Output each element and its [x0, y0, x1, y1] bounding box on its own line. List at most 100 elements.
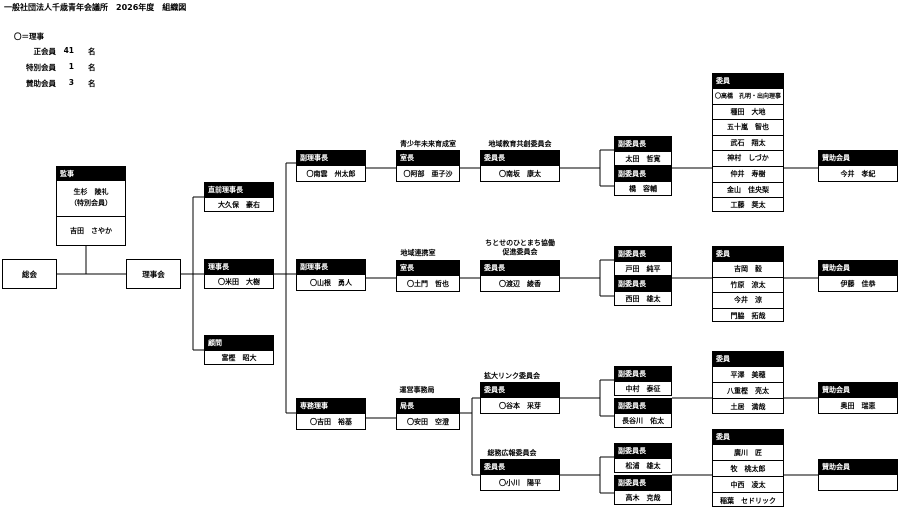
stat-unit: 名 — [88, 47, 96, 56]
stat-label: 特別会員 — [26, 63, 56, 72]
advisor-name: 富樫 昭大 — [205, 350, 273, 364]
committee-chair-box: 委員長 〇小川 陽平 — [480, 459, 560, 491]
supporting-member-box: 賛助会員 奥田 瑞恵 — [818, 382, 898, 414]
member-name: 武石 翔太 — [713, 134, 783, 151]
office-chief-name: 〇阿部 亜子沙 — [397, 165, 459, 181]
board-meeting-box: 理事会 — [126, 259, 181, 289]
member-name: 五十嵐 智也 — [713, 119, 783, 135]
committee-chair-name: 〇渡辺 綾香 — [481, 275, 559, 291]
auditor-box: 監事 生杉 陵礼 （特別会員） 吉田 さやか — [56, 166, 126, 246]
executive-director-name: 〇吉田 裕基 — [297, 413, 365, 429]
stat-unit: 名 — [88, 63, 96, 72]
supporting-member-name — [819, 474, 897, 490]
committee-chair-header: 委員長 — [481, 383, 559, 397]
member-name: 門脇 拓哉 — [713, 307, 783, 324]
executive-director-header: 専務理事 — [297, 399, 365, 413]
member-name: 竹原 涼太 — [713, 276, 783, 293]
committee-label: 総務広報委員会 — [487, 449, 537, 457]
member-name: 稲葉 セドリック — [713, 492, 783, 508]
members-box: 委員 吉岡 毅 竹原 涼太 今井 涼 門脇 拓哉 — [712, 246, 784, 322]
office-chief-header: 室長 — [397, 151, 459, 165]
office-chief-box: 室長 〇土門 哲也 — [396, 260, 460, 292]
vice-chair-name: 西田 雄太 — [615, 291, 671, 305]
members-header: 委員 — [713, 74, 783, 88]
member-name: 平澤 美穂 — [713, 366, 783, 382]
office-chief-box: 室長 〇阿部 亜子沙 — [396, 150, 460, 182]
vice-president-name: 〇南雲 州太郎 — [297, 165, 365, 181]
auditor-member: 生杉 陵礼 （特別会員） — [70, 188, 112, 207]
page-title: 一般社団法人千歳青年会議所 2026年度 組織図 — [4, 3, 187, 12]
member-name: 吉岡 毅 — [713, 261, 783, 277]
legend: 〇＝理事 — [14, 32, 44, 41]
vice-chair-name: 太田 哲寛 — [615, 151, 671, 165]
vice-chair-name: 松浦 雄太 — [615, 458, 671, 472]
secretariat-label: 運営事務局 — [399, 386, 435, 394]
executive-director-box: 専務理事 〇吉田 裕基 — [296, 398, 366, 430]
committee-chair-header: 委員長 — [481, 460, 559, 474]
committee-chair-box: 委員長 〇谷本 采芽 — [480, 382, 560, 414]
committee-label: 拡大リンク委員会 — [484, 372, 540, 380]
vice-chair-box: 副委員長 中村 泰征 — [614, 366, 672, 396]
member-name: 金山 佳央梨 — [713, 181, 783, 198]
general-assembly-box: 総会 — [2, 259, 57, 289]
members-box: 委員 平澤 美穂 八重樫 亮太 土居 満哉 — [712, 351, 784, 414]
advisor-header: 顧問 — [205, 336, 273, 350]
vice-chair-header: 副委員長 — [615, 367, 671, 381]
member-name: 〇高橋 孔明・出向理事 — [713, 88, 783, 104]
vice-chair-header: 副委員長 — [615, 167, 671, 181]
auditor-member: 吉田 さやか — [57, 216, 125, 245]
vice-chair-name: 中村 泰征 — [615, 381, 671, 395]
members-header: 委員 — [713, 247, 783, 261]
committee-chair-name: 〇小川 陽平 — [481, 474, 559, 490]
supporting-member-name: 伊藤 佳恭 — [819, 275, 897, 291]
stat-label: 賛助会員 — [26, 79, 56, 88]
supporting-member-name: 奥田 瑞恵 — [819, 397, 897, 413]
board-meeting-label: 理事会 — [142, 269, 165, 279]
stat-count: 41 — [63, 46, 74, 55]
president-header: 理事長 — [205, 260, 273, 274]
former-president-name: 大久保 豪右 — [205, 197, 273, 211]
committee-chair-box: 委員長 〇渡辺 綾香 — [480, 260, 560, 292]
stat-unit: 名 — [88, 79, 96, 88]
supporting-member-box: 賛助会員 伊藤 佳恭 — [818, 260, 898, 292]
member-name: 種田 大地 — [713, 103, 783, 120]
member-name: 仲井 寿樹 — [713, 165, 783, 182]
vice-president-header: 副理事長 — [297, 260, 365, 274]
committee-chair-header: 委員長 — [481, 261, 559, 275]
vice-chair-box: 副委員長 高木 克哉 — [614, 475, 672, 505]
general-assembly-label: 総会 — [22, 269, 37, 279]
vice-president-name: 〇山根 勇人 — [297, 274, 365, 290]
vice-chair-name: 橋 容輔 — [615, 181, 671, 195]
vice-chair-header: 副委員長 — [615, 444, 671, 458]
members-header: 委員 — [713, 430, 783, 444]
secretariat-chief-name: 〇安田 空澄 — [397, 413, 459, 429]
former-president-box: 直前理事長 大久保 豪右 — [204, 182, 274, 212]
supporting-member-header: 賛助会員 — [819, 261, 897, 275]
vice-chair-header: 副委員長 — [615, 399, 671, 413]
member-name: 牧 桃太郎 — [713, 460, 783, 476]
member-name: 廣川 匠 — [713, 444, 783, 460]
member-name: 今井 涼 — [713, 292, 783, 308]
supporting-member-name: 今井 孝紀 — [819, 165, 897, 181]
secretariat-chief-header: 局長 — [397, 399, 459, 413]
committee-label: ちとせのひとまち協働 促進委員会 — [485, 239, 555, 256]
office-chief-name: 〇土門 哲也 — [397, 275, 459, 291]
member-name: 中西 凌太 — [713, 476, 783, 492]
member-name: 八重樫 亮太 — [713, 382, 783, 398]
vice-chair-header: 副委員長 — [615, 476, 671, 490]
stat-count: 3 — [68, 78, 74, 87]
vice-chair-box: 副委員長 長谷川 佑太 — [614, 398, 672, 428]
vice-chair-name: 長谷川 佑太 — [615, 413, 671, 427]
member-name: 神村 しづか — [713, 150, 783, 166]
committee-chair-box: 委員長 〇南坂 康太 — [480, 150, 560, 182]
vice-chair-box: 副委員長 松浦 雄太 — [614, 443, 672, 473]
office-chief-header: 室長 — [397, 261, 459, 275]
vice-president-header: 副理事長 — [297, 151, 365, 165]
vice-president-box: 副理事長 〇山根 勇人 — [296, 259, 366, 291]
members-box: 委員 〇高橋 孔明・出向理事 種田 大地 五十嵐 智也 武石 翔太 神村 しづか… — [712, 73, 784, 212]
supporting-member-box: 賛助会員 — [818, 459, 898, 491]
president-box: 理事長 〇米田 大樹 — [204, 259, 274, 289]
supporting-member-header: 賛助会員 — [819, 151, 897, 165]
vice-chair-box: 副委員長 橋 容輔 — [614, 166, 672, 196]
advisor-box: 顧問 富樫 昭大 — [204, 335, 274, 365]
